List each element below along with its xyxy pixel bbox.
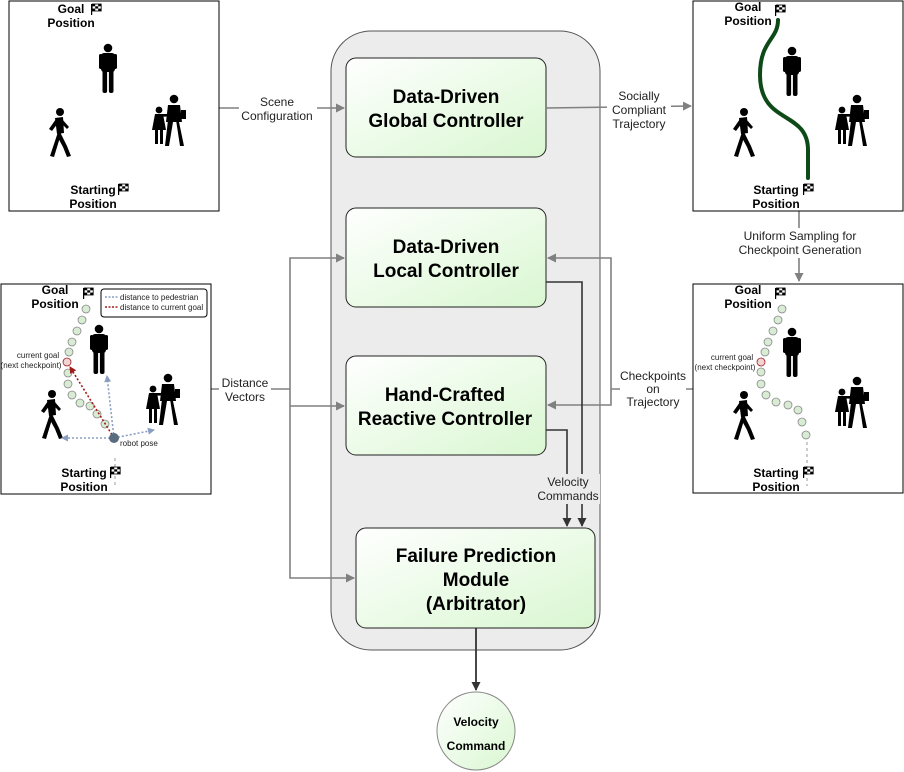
failure-prediction-line3: (Arbitrator): [426, 594, 526, 615]
checkpoints: [756, 304, 811, 440]
reactive-controller-box: Hand-Crafted Reactive Controller: [345, 355, 547, 456]
checkpoints: [63, 304, 110, 429]
start-label-2: Position: [752, 197, 799, 211]
legend-pedestrian: distance to pedestrian: [120, 293, 198, 302]
velocity-command-line2: Command: [447, 739, 506, 753]
socially-label-1: Socially: [618, 89, 659, 103]
global-controller-line1: Data-Driven: [393, 87, 500, 108]
start-label-1: Starting: [61, 466, 106, 480]
scene-label-1: Scene: [260, 95, 294, 109]
local-controller-box: Data-Driven Local Controller: [345, 207, 547, 308]
robot-pose-label: robot pose: [120, 439, 158, 448]
trajectory-panel: Goal Position Starting Position: [692, 0, 904, 212]
start-label-1: Starting: [753, 183, 798, 197]
goal-label-1: Goal: [735, 0, 762, 14]
distance-label-2: Vectors: [225, 390, 265, 404]
start-label-2: Position: [69, 197, 116, 211]
socially-label-3: Trajectory: [613, 117, 666, 131]
failure-prediction-line1: Failure Prediction: [396, 546, 556, 567]
global-controller-box: Data-Driven Global Controller: [345, 57, 547, 158]
checkpoints-label-2: on: [646, 382, 659, 396]
current-goal-label-1: current goal: [17, 351, 59, 360]
checkpoint-panel: Goal Position current goal (next checkpo…: [692, 283, 904, 494]
sampling-label-2: Checkpoint Generation: [739, 243, 862, 257]
current-goal-label-2: (next checkpoint): [695, 363, 756, 372]
goal-label-2: Position: [724, 297, 771, 311]
goal-label-2: Position: [31, 297, 78, 311]
local-controller-line1: Data-Driven: [393, 237, 500, 258]
sampling-label-1: Uniform Sampling for: [744, 229, 857, 243]
edge-local-velocity: [546, 281, 587, 527]
goal-label-2: Position: [47, 16, 94, 30]
robot-pose-marker: [109, 433, 119, 443]
socially-compliant-path: [757, 18, 810, 180]
velocity-commands-label-1: Velocity: [547, 475, 588, 489]
goal-label-1: Goal: [58, 2, 85, 16]
velocity-command-line1: Velocity: [453, 715, 499, 729]
velocity-commands-label-2: Commands: [537, 489, 598, 503]
velocity-command-node: Velocity Command: [436, 691, 516, 771]
scene-label-2: Configuration: [241, 109, 312, 123]
start-label-1: Starting: [753, 466, 798, 480]
failure-prediction-box: Failure Prediction Module (Arbitrator): [355, 527, 596, 629]
legend: distance to pedestrian distance to curre…: [100, 288, 208, 318]
start-label-2: Position: [60, 480, 107, 494]
start-label-2: Position: [752, 480, 799, 494]
distance-panel: Goal Position distance to pedestrian dis…: [0, 283, 212, 495]
start-label-1: Starting: [70, 183, 115, 197]
reactive-controller-line1: Hand-Crafted: [385, 385, 505, 406]
global-controller-line2: Global Controller: [368, 111, 524, 132]
current-goal-marker: [756, 357, 766, 367]
checkpoints-label-1: Checkpoints: [620, 369, 686, 383]
goal-label-2: Position: [724, 14, 771, 28]
goal-label-1: Goal: [42, 283, 69, 297]
failure-prediction-line2: Module: [443, 570, 510, 591]
pipeline-container: [330, 30, 601, 651]
checkpoints-label-3: Trajectory: [627, 395, 680, 409]
socially-label-2: Compliant: [612, 103, 667, 117]
current-goal-marker: [62, 357, 72, 367]
scene-panel: Goal Position Starting Position: [8, 0, 220, 212]
legend-goal: distance to current goal: [120, 303, 203, 312]
reactive-controller-line2: Reactive Controller: [358, 409, 533, 430]
local-controller-line2: Local Controller: [373, 261, 519, 282]
goal-label-1: Goal: [735, 283, 762, 297]
current-goal-label-2: (next checkpoint): [1, 361, 62, 370]
current-goal-label-1: current goal: [711, 353, 753, 362]
distance-label-1: Distance: [222, 376, 269, 390]
